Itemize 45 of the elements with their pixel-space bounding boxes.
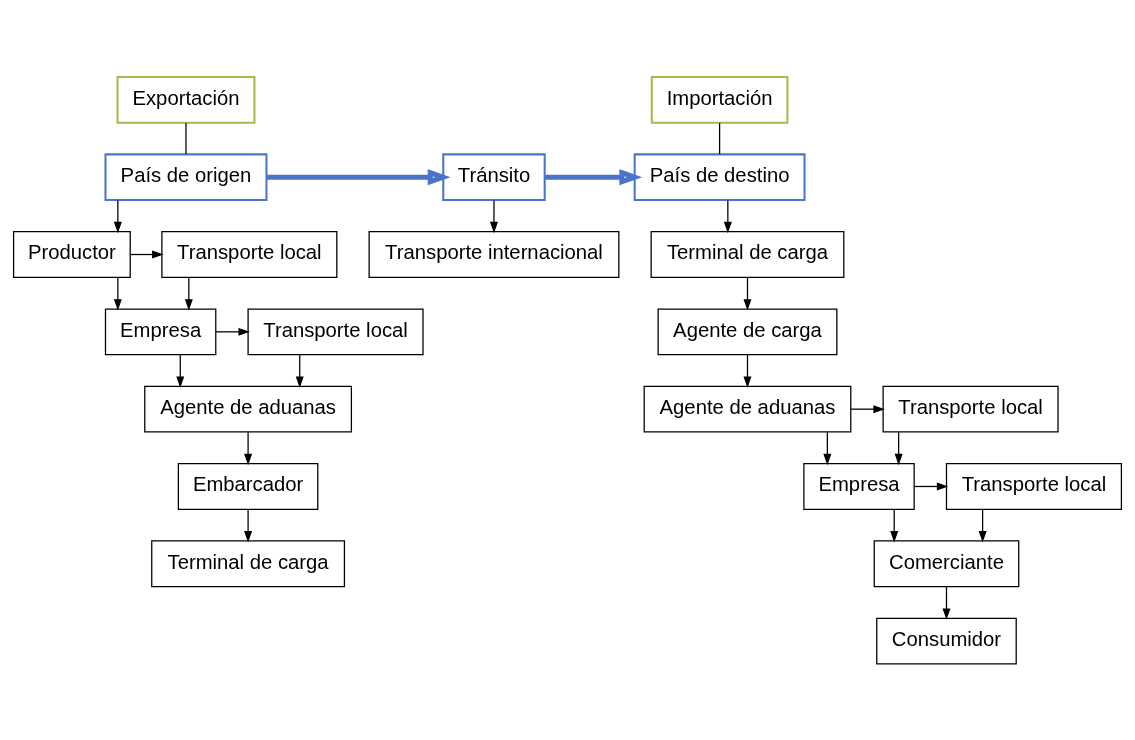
arrow <box>978 508 987 543</box>
arrow <box>723 199 732 233</box>
arrow <box>295 353 304 388</box>
node-box: Transporte local <box>945 462 1123 510</box>
node-box: Terminal de carga <box>650 230 845 278</box>
arrow <box>244 431 253 465</box>
arrow <box>894 431 903 465</box>
node-box: Importación <box>650 75 789 124</box>
arrow <box>113 276 122 311</box>
arrow <box>184 276 193 311</box>
arrow <box>743 276 752 311</box>
node-box: Consumidor <box>876 617 1017 665</box>
node-box: Transporte local <box>882 385 1059 433</box>
arrow <box>743 353 752 388</box>
arrow <box>890 508 899 543</box>
node-box: Tránsito <box>442 152 546 201</box>
node-box: País de origen <box>104 152 268 201</box>
node-box: Transporte internacional <box>368 230 620 278</box>
arrow <box>913 481 949 490</box>
node-box: Terminal de carga <box>151 539 346 587</box>
arrow <box>545 168 643 185</box>
node-box: Empresa <box>803 462 915 510</box>
arrow <box>244 508 253 543</box>
node-box: País de destino <box>633 152 806 201</box>
connector <box>718 121 721 155</box>
arrow <box>266 168 451 185</box>
arrow <box>823 431 832 465</box>
node-box: Agente de aduanas <box>144 385 353 433</box>
node-box: Transporte local <box>161 230 338 278</box>
arrow <box>215 327 250 336</box>
arrow <box>113 199 122 233</box>
node-box: Productor <box>12 230 131 278</box>
arrow <box>942 585 951 620</box>
node-box: Transporte local <box>247 307 424 355</box>
node-box: Embarcador <box>177 462 319 510</box>
node-box: Empresa <box>104 307 217 355</box>
node-box: Exportación <box>116 75 256 124</box>
arrow <box>490 199 498 233</box>
node-box: Comerciante <box>873 539 1020 587</box>
arrow <box>129 250 164 259</box>
arrow <box>850 404 885 413</box>
node-box: Agente de carga <box>657 307 838 355</box>
connector <box>185 121 187 155</box>
node-box: Agente de aduanas <box>643 385 852 433</box>
arrow <box>176 353 185 388</box>
